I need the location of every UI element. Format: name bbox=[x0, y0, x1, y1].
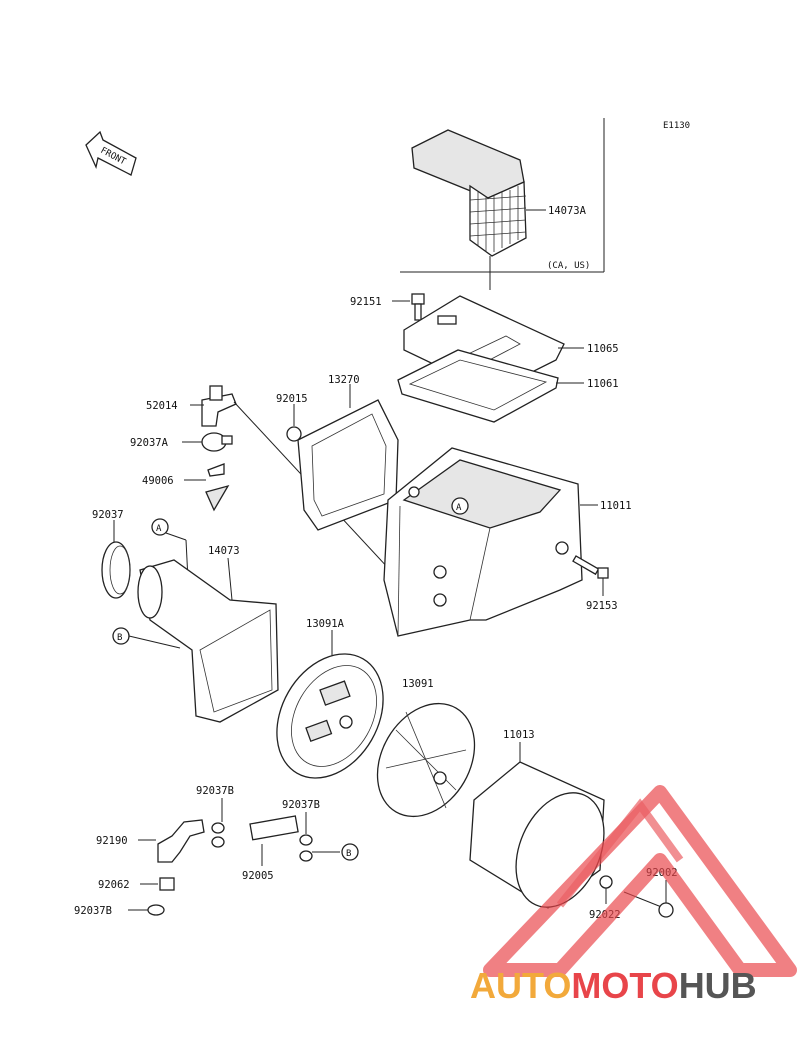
label-92062: 92062 bbox=[98, 879, 130, 891]
callout-b-duct: B bbox=[112, 627, 130, 645]
label-13270: 13270 bbox=[328, 374, 360, 386]
watermark-logo-icon bbox=[483, 785, 797, 977]
cap-92062 bbox=[159, 877, 175, 891]
watermark-auto: AUTO bbox=[470, 965, 571, 1006]
watermark-moto: MOTO bbox=[571, 965, 678, 1006]
gasket bbox=[397, 349, 559, 423]
label-92153: 92153 bbox=[586, 600, 618, 612]
intake-duct bbox=[137, 559, 279, 723]
bolt-92153 bbox=[572, 555, 609, 579]
svg-text:B: B bbox=[346, 849, 351, 859]
part-49006 bbox=[205, 463, 230, 512]
label-14073a: 14073A bbox=[548, 205, 587, 217]
label-52014: 52014 bbox=[146, 400, 178, 412]
label-92151: 92151 bbox=[350, 296, 382, 308]
fitting-52014 bbox=[201, 385, 237, 427]
label-14073: 14073 bbox=[208, 545, 240, 557]
label-92037b-upper-right: 92037B bbox=[282, 799, 320, 811]
label-49006: 49006 bbox=[142, 475, 174, 487]
label-92190: 92190 bbox=[96, 835, 128, 847]
label-11061: 11061 bbox=[587, 378, 619, 390]
diagram-code: E1130 bbox=[663, 121, 690, 131]
watermark-hub: HUB bbox=[679, 965, 757, 1006]
label-92037a: 92037A bbox=[130, 437, 169, 449]
filter-frame bbox=[376, 702, 476, 818]
filter-element bbox=[469, 761, 605, 909]
clamp-92037a bbox=[201, 432, 233, 452]
label-92015: 92015 bbox=[276, 393, 308, 405]
clip-92037b-left bbox=[211, 822, 225, 848]
label-11011: 11011 bbox=[600, 500, 632, 512]
label-92005: 92005 bbox=[242, 870, 274, 882]
front-arrow-icon: FRONT bbox=[85, 130, 137, 176]
nut-92015 bbox=[286, 426, 302, 442]
label-11013: 11013 bbox=[503, 729, 535, 741]
callout-a-intake: A bbox=[151, 518, 169, 536]
callout-a-box: A bbox=[451, 497, 469, 515]
pipe-92005 bbox=[249, 815, 299, 841]
gasket-13270 bbox=[297, 399, 399, 531]
svg-text:A: A bbox=[456, 503, 462, 513]
svg-text:B: B bbox=[117, 633, 122, 643]
filter-cover bbox=[276, 653, 384, 779]
washer-92022 bbox=[599, 875, 613, 889]
label-92037: 92037 bbox=[92, 509, 124, 521]
label-11065: 11065 bbox=[587, 343, 619, 355]
label-92037b-lower: 92037B bbox=[74, 905, 112, 917]
svg-text:A: A bbox=[156, 524, 162, 534]
region-bracket: (CA, US) bbox=[400, 118, 605, 273]
clip-92037b-bottom bbox=[147, 904, 165, 916]
label-92037b-upper-left: 92037B bbox=[196, 785, 234, 797]
label-13091a: 13091A bbox=[306, 618, 345, 630]
watermark-text: AUTOMOTOHUB bbox=[470, 965, 757, 1006]
label-13091: 13091 bbox=[402, 678, 434, 690]
clamp-92037 bbox=[101, 541, 131, 599]
bolt-92151 bbox=[411, 293, 425, 321]
callout-b-pipe: B bbox=[341, 843, 359, 861]
region-note: (CA, US) bbox=[547, 261, 590, 271]
airbox-housing bbox=[383, 447, 583, 637]
prefilter-part bbox=[411, 129, 527, 257]
clip-92037b-right bbox=[299, 834, 313, 862]
hose-92190 bbox=[157, 819, 205, 863]
